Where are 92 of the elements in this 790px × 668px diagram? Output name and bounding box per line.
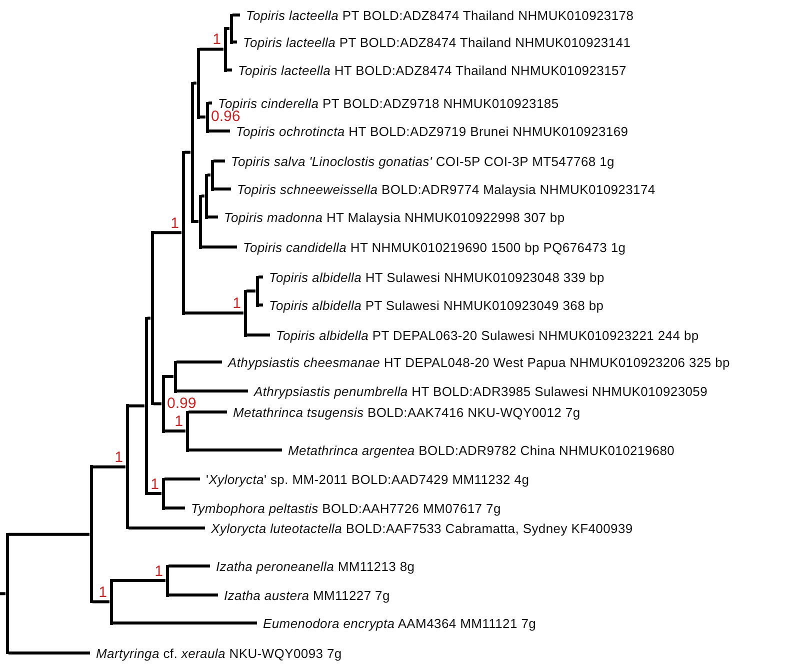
branch-line [176, 360, 222, 364]
support-value: 1 [114, 450, 123, 465]
branch-line [154, 402, 162, 406]
clade-bar [174, 360, 176, 392]
clade-bar [186, 410, 188, 452]
clade-bar [166, 564, 168, 596]
branch-line [184, 150, 190, 154]
branch-line [92, 465, 126, 468]
clade-bar [244, 290, 246, 336]
branch-line [258, 276, 263, 278]
clade-bar [162, 375, 164, 432]
branch-line [208, 216, 218, 218]
clade-bar [198, 194, 202, 248]
branch-line [232, 14, 240, 16]
taxon-label: Eumenodora encrypta AAM4364 MM11121 7g [257, 616, 536, 630]
taxon-label: Metathrinca tsugensis BOLD:AAK7416 NKU-WQY0012 7g [227, 406, 580, 418]
taxon-label: Topiris cinderella PT BOLD:ADZ9718 NHMUK010923185 [212, 96, 559, 110]
support-value: 1 [154, 564, 163, 578]
clade-bar [126, 404, 128, 530]
clade-bar [150, 231, 154, 406]
taxon-label: Topiris albidella PT DEPAL063-20 Sulawesi NHMUK010923221 244 bp [270, 328, 699, 342]
branch-line [168, 564, 210, 568]
branch-line [164, 506, 185, 510]
support-value: 0.96 [211, 110, 240, 124]
branch-line [188, 448, 282, 452]
branch-line [246, 334, 270, 336]
clade-bar [6, 532, 8, 654]
clade-bar [204, 174, 208, 218]
branch-line [128, 526, 205, 530]
clade-bar [182, 150, 184, 314]
branch-line [168, 594, 218, 596]
branch-line [8, 652, 90, 654]
clade-bar [196, 48, 200, 118]
branch-line [164, 375, 174, 378]
taxon-label: Topiris lacteella PT BOLD:ADZ8474 Thailand NHMUK010923141 [237, 36, 631, 48]
support-value: 1 [98, 586, 107, 600]
branch-line [154, 231, 182, 234]
branch-line [214, 188, 231, 190]
taxon-label: Xylorycta luteotactella BOLD:AAF7533 Cabramatta, Sydney KF400939 [205, 522, 633, 534]
taxon-label: Topiris candidella HT NHMUK010219690 1500 bp PQ676473 1g [237, 240, 626, 254]
branch-line [112, 579, 166, 582]
taxon-label: Topiris lacteella PT BOLD:ADZ8474 Thailand NHMUK010923178 [240, 8, 634, 22]
branch-line [184, 312, 244, 314]
taxon-label: Athypsiastis cheesmanae HT DEPAL048-20 West Papua NHMUK010923206 325 bp [222, 356, 730, 368]
branch-line [8, 532, 90, 536]
branch-line [112, 622, 257, 624]
taxon-label: Topiris madonna HT Malaysia NHMUK010922998 307 bp [218, 210, 565, 224]
branch-line [0, 592, 6, 596]
branch-line [176, 390, 248, 392]
taxon-label: Topiris schneeweissella BOLD:ADR9774 Malaysia NHMUK010923174 [231, 182, 656, 196]
clade-bar [110, 579, 112, 624]
clade-bar [144, 316, 148, 495]
taxon-label: Izatha austera MM11227 7g [218, 588, 390, 602]
support-value: 1 [212, 33, 221, 48]
branch-line [246, 290, 256, 292]
taxon-label: 'Xylorycta' sp. MM-2011 BOLD:AAD7429 MM11232 4g [200, 472, 530, 486]
branch-line [214, 160, 225, 162]
taxon-label: Tymbophora peltastis BOLD:AAH7726 MM07617 7g [185, 502, 501, 514]
branch-line [148, 492, 162, 495]
branch-line [188, 410, 227, 414]
branch-line [164, 478, 200, 480]
taxon-label: Topiris albidella HT Sulawesi NHMUK010923048 339 bp [263, 270, 604, 284]
clade-bar [206, 102, 208, 132]
branch-line [128, 404, 144, 408]
branch-line [202, 246, 237, 248]
clade-bar [224, 27, 226, 72]
clade-bar [256, 276, 258, 306]
branch-line [194, 220, 198, 223]
clade-bar [90, 465, 92, 604]
support-value: 1 [174, 415, 183, 429]
clade-bar [162, 478, 164, 510]
clade-bar [190, 82, 194, 223]
support-value: 1 [232, 297, 241, 311]
branch-line [208, 130, 230, 132]
clade-bar [230, 14, 232, 44]
branch-line [92, 600, 110, 604]
clade-bar [210, 160, 214, 190]
taxon-label: Metathrinca argentea BOLD:ADR9782 China NHMUK010219680 [282, 444, 675, 456]
taxon-label: Topiris lacteella HT BOLD:ADZ8474 Thailand NHMUK010923157 [232, 64, 626, 76]
branch-line [226, 68, 232, 72]
taxon-label: Athrypsiastis penumbrella HT BOLD:ADR3985 Sulawesi NHMUK010923059 [248, 384, 708, 398]
branch-line [200, 48, 224, 51]
support-value: 0.99 [167, 396, 196, 411]
taxon-label: Topiris salva 'Linoclostis gonatias' COI-5P COI-3P MT547768 1g [225, 154, 614, 168]
branch-line [200, 116, 206, 118]
taxon-label: Izatha peroneanella MM11213 8g [210, 560, 415, 572]
taxon-label: Topiris ochrotincta HT BOLD:ADZ9719 Brunei NHMUK010923169 [230, 124, 628, 138]
support-value: 1 [170, 216, 179, 231]
support-value: 1 [150, 478, 159, 492]
taxon-label: Topiris albidella PT Sulawesi NHMUK010923049 368 bp [263, 298, 604, 312]
branch-line [164, 430, 186, 432]
taxon-label: Martyringa cf. xeraula NKU-WQY0093 7g [90, 646, 342, 660]
